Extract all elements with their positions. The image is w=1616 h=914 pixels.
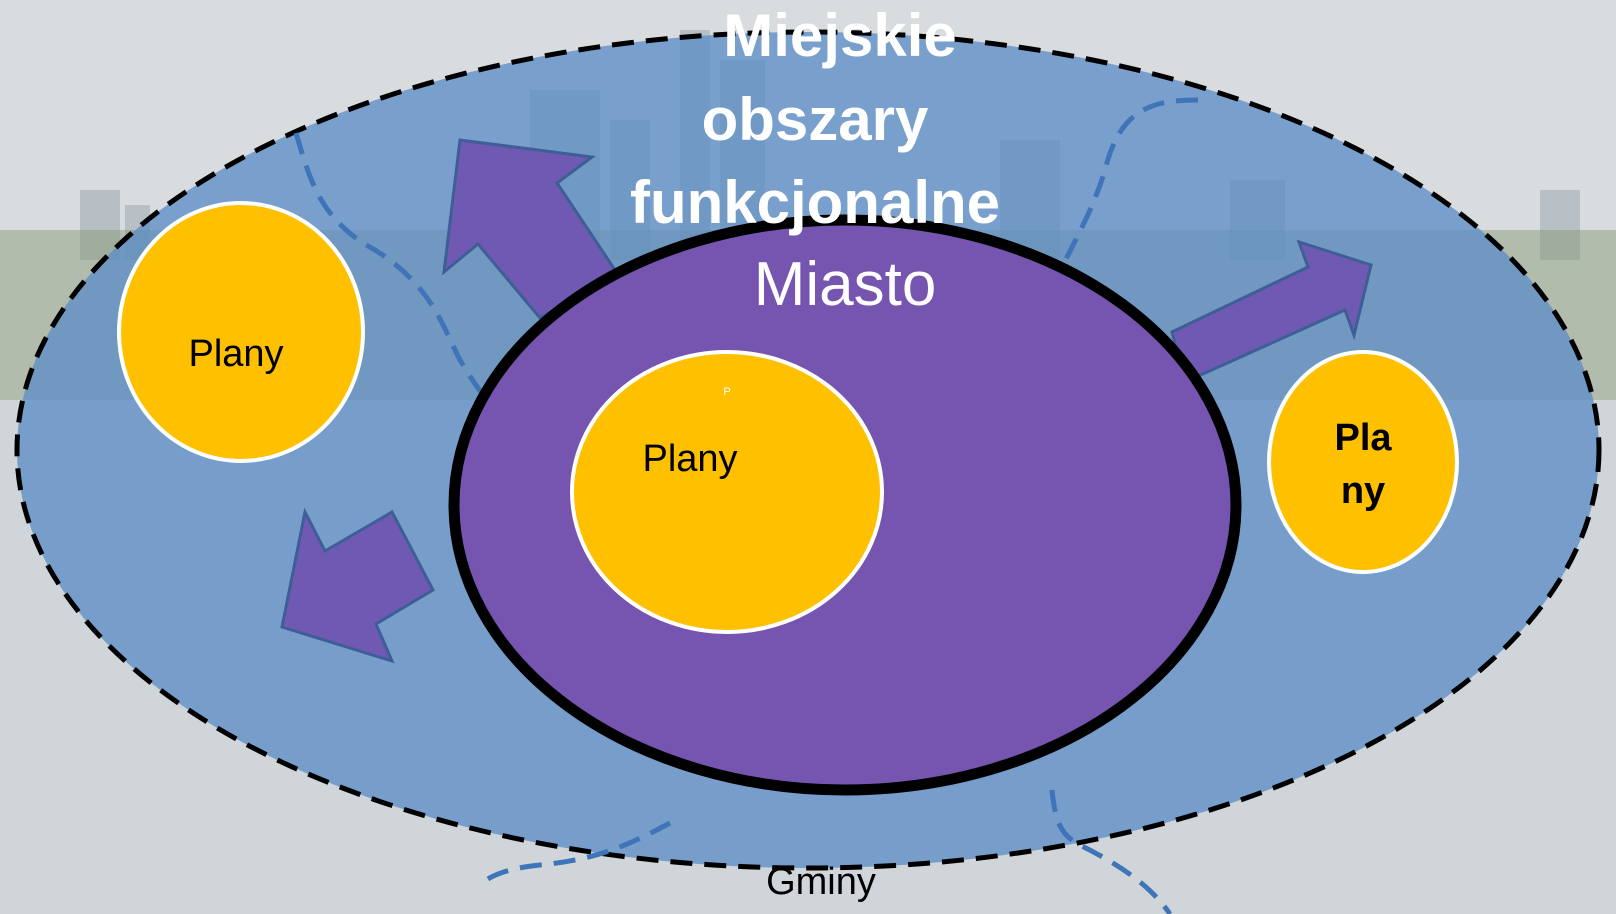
plans-circle-left <box>117 201 365 463</box>
municipality-boundaries <box>293 97 1199 914</box>
boundary-line-bottom-left <box>478 820 672 887</box>
boundary-line-top-right <box>1047 97 1199 296</box>
title-line-3: funkcjonalne <box>630 169 1000 236</box>
boundary-line-left <box>293 132 492 403</box>
title-line-2: obszary <box>702 86 929 153</box>
title-line-1: Miejskie <box>723 2 956 69</box>
plans-label-center: Plany <box>642 438 737 480</box>
boundary-line-bottom-right <box>1049 789 1173 914</box>
plans-circle-right <box>1267 350 1459 574</box>
city-label: Miasto <box>754 250 937 319</box>
arrow-down-left <box>280 507 435 664</box>
plans-label-center-small: P <box>723 386 730 398</box>
plans-label-right-line-1: Pla <box>1334 417 1392 459</box>
plans-label-right-line-2: ny <box>1341 470 1385 512</box>
plans-circle-center <box>570 350 884 634</box>
municipalities-label: Gminy <box>766 861 876 903</box>
arrow-right <box>1170 239 1373 385</box>
arrow-up-left <box>442 138 620 320</box>
plans-label-left: Plany <box>188 333 283 375</box>
outward-arrows <box>280 138 1373 664</box>
